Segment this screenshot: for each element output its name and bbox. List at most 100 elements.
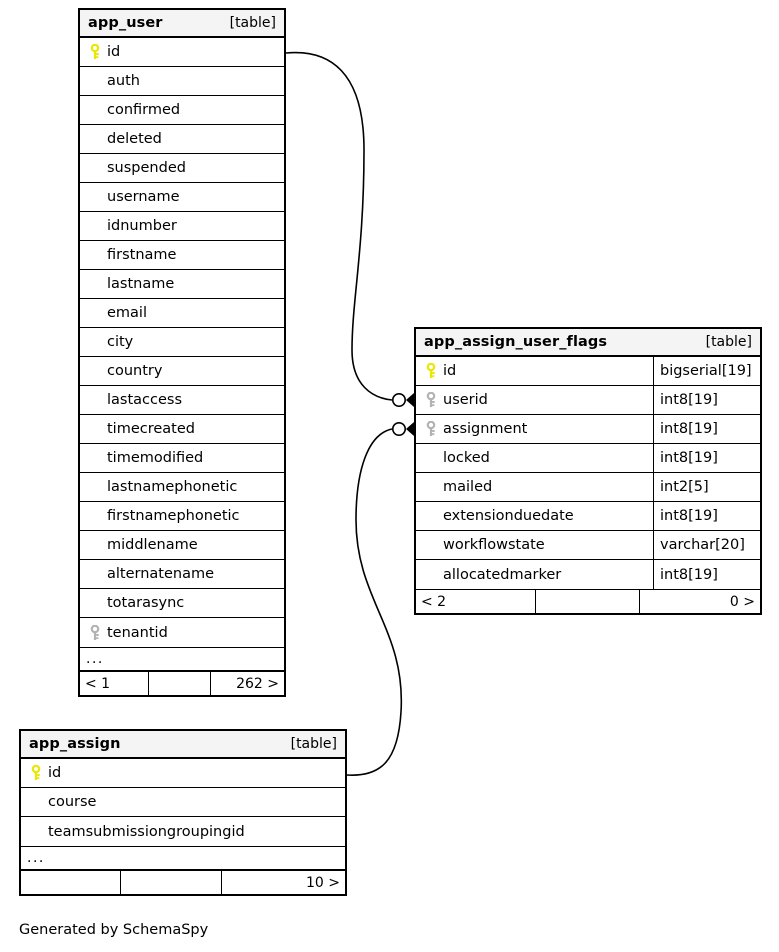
column-row[interactable]: confirmed bbox=[80, 96, 284, 125]
column-row[interactable]: idnumber bbox=[80, 212, 284, 241]
no-key-spacer bbox=[87, 131, 103, 147]
column-name-label: assignment bbox=[443, 421, 528, 437]
table-kind-label: [table] bbox=[290, 736, 337, 752]
table-app_assign_user_flags[interactable]: app_assign_user_flags [table] id bigseria… bbox=[414, 327, 762, 615]
column-name-label: timemodified bbox=[107, 450, 204, 466]
column-row[interactable]: suspended bbox=[80, 154, 284, 183]
column-name-cell: auth bbox=[80, 67, 284, 95]
column-name-label: lastaccess bbox=[107, 392, 183, 408]
no-key-spacer bbox=[87, 421, 103, 437]
column-row[interactable]: email bbox=[80, 299, 284, 328]
column-name-cell: userid bbox=[416, 386, 653, 414]
column-row[interactable]: id bbox=[80, 38, 284, 67]
column-row[interactable]: lastname bbox=[80, 270, 284, 299]
column-row[interactable]: country bbox=[80, 357, 284, 386]
footer-parents-count[interactable] bbox=[21, 871, 122, 894]
no-key-spacer bbox=[87, 537, 103, 553]
footer-children-count[interactable]: 10 > bbox=[305, 874, 340, 891]
column-name-cell: suspended bbox=[80, 154, 284, 182]
column-row[interactable]: lastnamephonetic bbox=[80, 473, 284, 502]
column-name-label: workflowstate bbox=[443, 537, 545, 553]
column-name-cell: tenantid bbox=[80, 618, 284, 647]
column-name-label: teamsubmissiongroupingid bbox=[48, 823, 245, 840]
column-name-label: allocatedmarker bbox=[443, 566, 562, 583]
no-key-spacer bbox=[87, 450, 103, 466]
column-type-cell: int8[19] bbox=[653, 502, 760, 530]
table-title: app_assign bbox=[29, 736, 121, 752]
column-name-label: city bbox=[107, 334, 134, 350]
column-row[interactable]: username bbox=[80, 183, 284, 212]
column-type-cell: int8[19] bbox=[653, 386, 760, 414]
column-row[interactable]: city bbox=[80, 328, 284, 357]
column-type-cell: bigserial[19] bbox=[653, 357, 760, 385]
column-row[interactable]: firstname bbox=[80, 241, 284, 270]
no-key-spacer bbox=[423, 567, 439, 583]
foreign-key-icon bbox=[423, 391, 439, 408]
footer-middle-cell bbox=[149, 672, 211, 695]
column-row[interactable]: teamsubmissiongroupingid bbox=[21, 817, 345, 846]
crowsfoot-many-icon bbox=[406, 422, 414, 436]
table-kind-label: [table] bbox=[705, 334, 752, 350]
no-key-spacer bbox=[423, 479, 439, 495]
column-name-cell: lastname bbox=[80, 270, 284, 298]
footer-parents-count[interactable]: < 2 bbox=[416, 590, 537, 613]
table-footer-app_user: < 1 262 > bbox=[80, 671, 284, 695]
column-name-cell: deleted bbox=[80, 125, 284, 153]
column-name-label: country bbox=[107, 363, 163, 379]
relationship-app_assign-id-to-app_assign_user_flags-assignment bbox=[346, 421, 414, 776]
column-row[interactable]: auth bbox=[80, 67, 284, 96]
no-key-spacer bbox=[87, 479, 103, 495]
column-row[interactable]: id bigserial[19] bbox=[416, 357, 760, 386]
table-app_assign[interactable]: app_assign [table] id course teamsubmissio… bbox=[19, 729, 347, 896]
footer-parents-count[interactable]: < 1 bbox=[80, 672, 150, 695]
primary-key-icon bbox=[423, 362, 439, 379]
column-name-label: totarasync bbox=[107, 595, 185, 611]
table-columns-app_assign: id course teamsubmissiongroupingid bbox=[21, 759, 345, 846]
columns-truncated-ellipsis: ... bbox=[80, 647, 284, 671]
column-name-cell: idnumber bbox=[80, 212, 284, 240]
no-key-spacer bbox=[87, 276, 103, 292]
column-name-label: id bbox=[48, 765, 62, 781]
column-name-cell: teamsubmissiongroupingid bbox=[21, 817, 345, 846]
no-key-spacer bbox=[87, 160, 103, 176]
no-key-spacer bbox=[87, 189, 103, 205]
column-name-label: suspended bbox=[107, 160, 186, 176]
column-row[interactable]: alternatename bbox=[80, 560, 284, 589]
column-row[interactable]: middlename bbox=[80, 531, 284, 560]
column-name-label: id bbox=[107, 44, 121, 60]
column-row[interactable]: timecreated bbox=[80, 415, 284, 444]
column-name-label: firstnamephonetic bbox=[107, 508, 240, 524]
table-footer-app_assign_user_flags: < 2 0 > bbox=[416, 589, 760, 613]
column-row[interactable]: timemodified bbox=[80, 444, 284, 473]
footer-children-count[interactable]: 0 > bbox=[729, 593, 755, 610]
cardinality-zero-circle bbox=[391, 392, 406, 407]
column-row[interactable]: totarasync bbox=[80, 589, 284, 618]
no-key-spacer bbox=[87, 595, 103, 611]
column-name-cell: timecreated bbox=[80, 415, 284, 443]
column-name-label: alternatename bbox=[107, 566, 215, 582]
column-name-cell: alternatename bbox=[80, 560, 284, 588]
column-row[interactable]: deleted bbox=[80, 125, 284, 154]
footer-children-count[interactable]: 262 > bbox=[236, 675, 279, 692]
primary-key-icon bbox=[28, 764, 44, 781]
column-name-label: lastname bbox=[107, 276, 175, 292]
column-name-cell: id bbox=[416, 357, 653, 385]
column-row[interactable]: firstnamephonetic bbox=[80, 502, 284, 531]
table-header-app_assign_user_flags: app_assign_user_flags [table] bbox=[416, 329, 760, 357]
column-row[interactable]: id bbox=[21, 759, 345, 788]
column-row[interactable]: lastaccess bbox=[80, 386, 284, 415]
relationship-app_user-id-to-app_assign_user_flags-userid bbox=[285, 51, 414, 407]
column-row[interactable]: tenantid bbox=[80, 618, 284, 647]
column-row[interactable]: course bbox=[21, 788, 345, 817]
column-name-label: id bbox=[443, 363, 457, 379]
column-name-cell: city bbox=[80, 328, 284, 356]
